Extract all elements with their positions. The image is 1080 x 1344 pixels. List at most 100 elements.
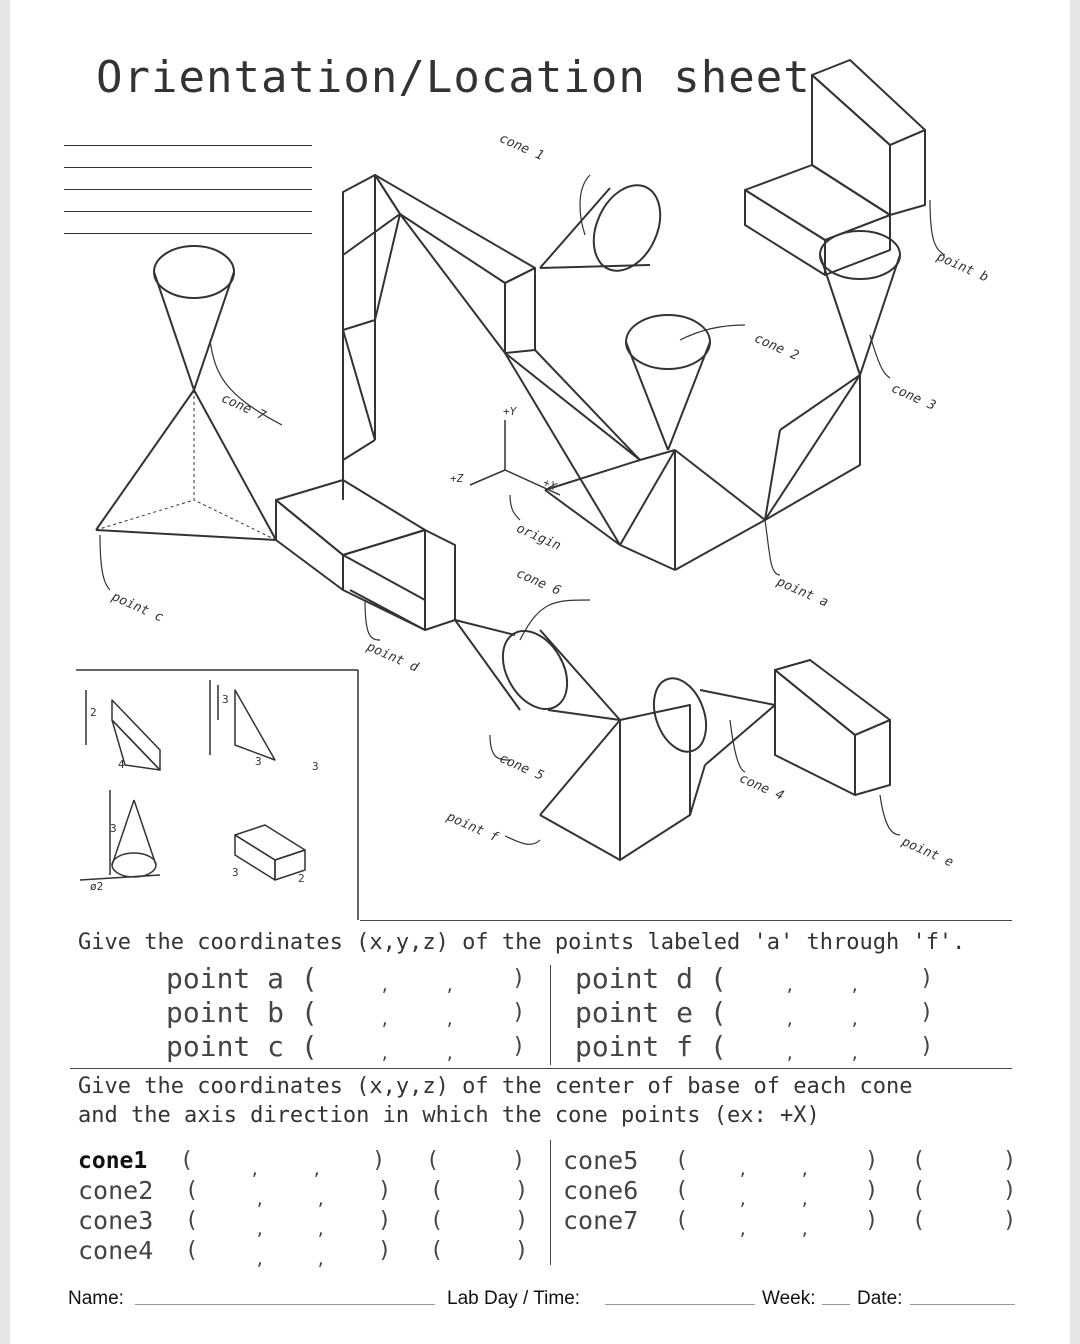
comma: , (785, 976, 795, 995)
axis-close: ) (1003, 1178, 1017, 1203)
question-1-text: Give the coordinates (x,y,z) of the poin… (78, 930, 966, 955)
axis-open: ( (426, 1148, 440, 1173)
page-title: Orientation/Location sheet (96, 52, 811, 103)
name-writing-lines (64, 124, 312, 234)
coord-close: ) (372, 1148, 386, 1173)
comma: , (738, 1220, 748, 1239)
right-wedge-drawing (764, 374, 861, 521)
comma: , (380, 976, 390, 995)
open-paren: ( (185, 1178, 199, 1203)
date-label: Date: (857, 1288, 903, 1309)
axis-open: ( (912, 1208, 926, 1233)
week-label: Week: (762, 1288, 816, 1309)
lower-section-drawing (539, 677, 776, 861)
cone-6-field: cone6 (563, 1176, 639, 1205)
legend-dim: 2 (298, 872, 305, 885)
comma: , (800, 1160, 810, 1179)
comma: , (850, 1044, 860, 1063)
open-paren: ( (675, 1148, 689, 1173)
leader-lines (99, 174, 946, 845)
comma: , (445, 1044, 455, 1063)
coord-close: ) (378, 1238, 392, 1263)
point-c-field: point c ( (166, 1030, 318, 1063)
legend-dim: ø2 (90, 880, 104, 893)
name-line[interactable] (135, 1304, 435, 1305)
origin-axes (469, 420, 561, 496)
legend-dim: 3 (110, 822, 117, 835)
axis-open: ( (912, 1178, 926, 1203)
cone-7-field: cone7 (563, 1206, 639, 1235)
legend-dim: 3 (232, 866, 239, 879)
coord-close: ) (865, 1208, 879, 1233)
legend-dim: 2 (90, 706, 97, 719)
lab-day-line[interactable] (605, 1304, 755, 1305)
close-paren: ) (920, 966, 934, 991)
cone-4-field: cone4 (78, 1236, 154, 1265)
column-divider (550, 965, 551, 1065)
legend-box-drawing (76, 669, 359, 920)
writing-line (64, 124, 312, 146)
coord-close: ) (378, 1178, 392, 1203)
top-right-block-drawing (744, 59, 926, 276)
axis-close: ) (515, 1178, 529, 1203)
point-e-field: point e ( (575, 996, 727, 1029)
comma: , (380, 1044, 390, 1063)
coord-close: ) (865, 1178, 879, 1203)
open-paren: ( (185, 1208, 199, 1233)
writing-line (64, 146, 312, 168)
comma: , (785, 1044, 795, 1063)
close-paren: ) (512, 1034, 526, 1059)
question-2-line-2: and the axis direction in which the cone… (78, 1103, 820, 1128)
cone-2-field: cone2 (78, 1176, 154, 1205)
middle-block-drawing (275, 479, 456, 631)
comma: , (785, 1010, 795, 1029)
coord-close: ) (865, 1148, 879, 1173)
date-line[interactable] (910, 1304, 1015, 1305)
comma: , (445, 1010, 455, 1029)
comma: , (738, 1160, 748, 1179)
legend-dim: 4 (118, 758, 125, 771)
point-f-field: point f ( (575, 1030, 727, 1063)
divider (360, 920, 1012, 921)
close-paren: ) (512, 1000, 526, 1025)
question-2-line-1: Give the coordinates (x,y,z) of the cent… (78, 1074, 913, 1099)
axis-close: ) (515, 1208, 529, 1233)
legend-dim: 3 (255, 755, 262, 768)
writing-line (64, 212, 312, 234)
axis-close: ) (1003, 1148, 1017, 1173)
page-edge-right (1070, 0, 1080, 1344)
comma: , (800, 1190, 810, 1209)
writing-line (64, 190, 312, 212)
point-d-field: point d ( (575, 962, 727, 995)
point-a-field: point a ( (166, 962, 318, 995)
center-pyramid-drawing (504, 349, 766, 571)
name-label: Name: (68, 1288, 124, 1309)
week-line[interactable] (822, 1304, 850, 1305)
close-paren: ) (920, 1000, 934, 1025)
comma: , (255, 1190, 265, 1209)
close-paren: ) (920, 1034, 934, 1059)
comma: , (380, 1010, 390, 1029)
comma: , (316, 1250, 326, 1269)
comma: , (445, 976, 455, 995)
comma: , (800, 1220, 810, 1239)
lab-day-label: Lab Day / Time: (447, 1288, 581, 1309)
open-paren: ( (180, 1148, 194, 1173)
column-divider (550, 1140, 551, 1265)
axis-close: ) (515, 1238, 529, 1263)
axis-open: ( (430, 1208, 444, 1233)
point-b-field: point b ( (166, 996, 318, 1029)
cone-3-field: cone3 (78, 1206, 154, 1235)
comma: , (850, 1010, 860, 1029)
open-paren: ( (675, 1178, 689, 1203)
comma: , (250, 1160, 260, 1179)
comma: , (738, 1190, 748, 1209)
page-edge-left (0, 0, 10, 1344)
comma: , (312, 1160, 322, 1179)
close-paren: ) (512, 966, 526, 991)
axis-close: ) (512, 1148, 526, 1173)
comma: , (255, 1250, 265, 1269)
cone-3-drawing (819, 230, 901, 376)
comma: , (316, 1190, 326, 1209)
legend-dim: 3 (222, 693, 229, 706)
